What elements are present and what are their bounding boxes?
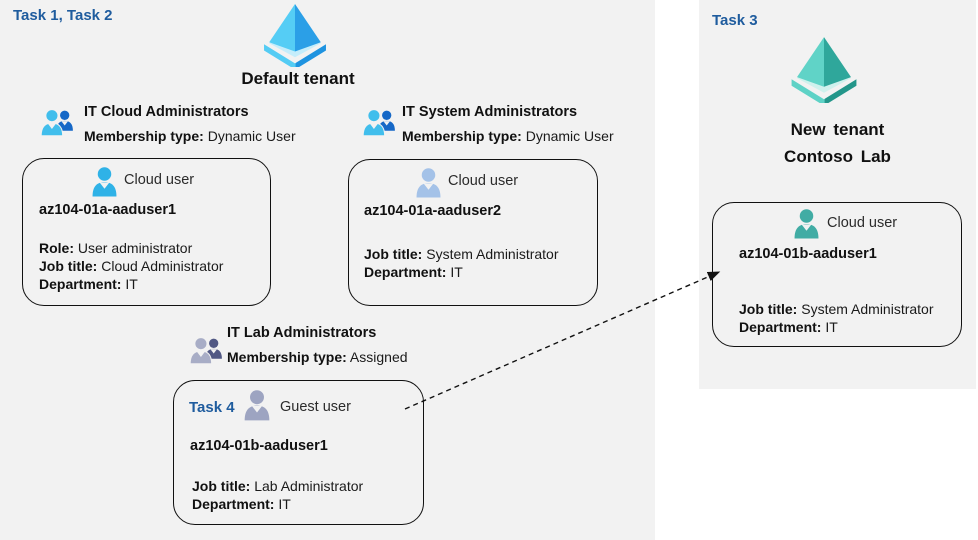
azure-ad-tenant-blue-icon: [264, 4, 326, 67]
group-users-blue-icon: [362, 109, 395, 137]
job-title-line: Job title: System Administrator: [739, 301, 934, 317]
task-4-label: Task 4: [189, 399, 235, 416]
azure-ad-tenant-teal-icon: [791, 37, 857, 103]
new-tenant-title-line2: Contoso Lab: [784, 147, 891, 166]
user-type-label: Cloud user: [827, 215, 898, 231]
cloud-user1-card: Cloud user az104-01a-aaduser1 Role: User…: [22, 158, 271, 306]
username: az104-01a-aaduser2: [364, 203, 502, 219]
new-tenant-user-card: Cloud user az104-01b-aaduser1 Job title:…: [712, 202, 962, 347]
membership-type-label: Membership type:: [84, 128, 204, 144]
department-value: IT: [821, 319, 838, 335]
user-type-label: Cloud user: [448, 173, 519, 189]
group-system-admins-title: IT System Administrators: [402, 104, 578, 120]
membership-type-value: Dynamic User: [521, 128, 614, 144]
cloud-user-steel-icon: [416, 168, 441, 198]
department-value: IT: [274, 496, 291, 512]
membership-type-label: Membership type:: [402, 128, 522, 144]
group-cloud-admins-membership: Membership type: Dynamic User: [84, 128, 296, 144]
username: az104-01b-aaduser1: [739, 246, 877, 262]
guest-user-gray-icon: [244, 390, 270, 421]
group-users-blue-icon: [40, 109, 73, 137]
job-title-line: Job title: System Administrator: [364, 246, 559, 262]
job-title-label: Job title:: [739, 301, 798, 317]
department-line: Department: IT: [192, 496, 291, 512]
job-title-label: Job title:: [192, 478, 251, 494]
user-type-label: Cloud user: [124, 172, 195, 188]
new-tenant-title-line1: New tenant: [790, 120, 885, 139]
job-title-value: Cloud Administrator: [97, 258, 224, 274]
department-line: Department: IT: [739, 319, 838, 335]
job-title-value: Lab Administrator: [250, 478, 364, 494]
department-label: Department:: [39, 276, 122, 292]
group-cloud-admins-title: IT Cloud Administrators: [84, 104, 249, 120]
task-1-2-label: Task 1, Task 2: [13, 7, 113, 24]
guest-user-card: Task 4 Guest user az104-01b-aaduser1 Job…: [173, 380, 424, 525]
job-title-line: Job title: Lab Administrator: [192, 478, 363, 494]
department-label: Department:: [739, 319, 822, 335]
job-title-line: Job title: Cloud Administrator: [39, 258, 223, 274]
username: az104-01b-aaduser1: [190, 438, 328, 454]
user-type-label: Guest user: [280, 399, 351, 415]
username: az104-01a-aaduser1: [39, 202, 177, 218]
role-line: Role: User administrator: [39, 240, 192, 256]
department-line: Department: IT: [39, 276, 138, 292]
default-tenant-panel: Task 1, Task 2 Default tenant IT Cloud A…: [0, 0, 655, 540]
task-3-label: Task 3: [712, 12, 758, 29]
department-label: Department:: [192, 496, 275, 512]
department-value: IT: [446, 264, 463, 280]
department-label: Department:: [364, 264, 447, 280]
role-label: Role:: [39, 240, 74, 256]
default-tenant-title: Default tenant: [241, 69, 355, 88]
membership-type-value: Dynamic User: [203, 128, 296, 144]
group-lab-admins-membership: Membership type: Assigned: [227, 349, 408, 365]
cloud-user-teal-icon: [794, 209, 819, 239]
group-lab-admins-title: IT Lab Administrators: [227, 325, 377, 341]
role-value: User administrator: [74, 240, 193, 256]
job-title-label: Job title:: [364, 246, 423, 262]
cloud-user2-card: Cloud user az104-01a-aaduser2 Job title:…: [348, 159, 598, 306]
job-title-label: Job title:: [39, 258, 98, 274]
job-title-value: System Administrator: [422, 246, 559, 262]
group-users-gray-icon: [189, 337, 222, 365]
new-tenant-panel: Task 3 New tenant Contoso Lab Cloud user…: [699, 0, 976, 389]
department-value: IT: [121, 276, 138, 292]
department-line: Department: IT: [364, 264, 463, 280]
membership-type-value: Assigned: [346, 349, 408, 365]
group-system-admins-membership: Membership type: Dynamic User: [402, 128, 614, 144]
cloud-user-cyan-icon: [92, 167, 117, 197]
membership-type-label: Membership type:: [227, 349, 347, 365]
job-title-value: System Administrator: [797, 301, 934, 317]
